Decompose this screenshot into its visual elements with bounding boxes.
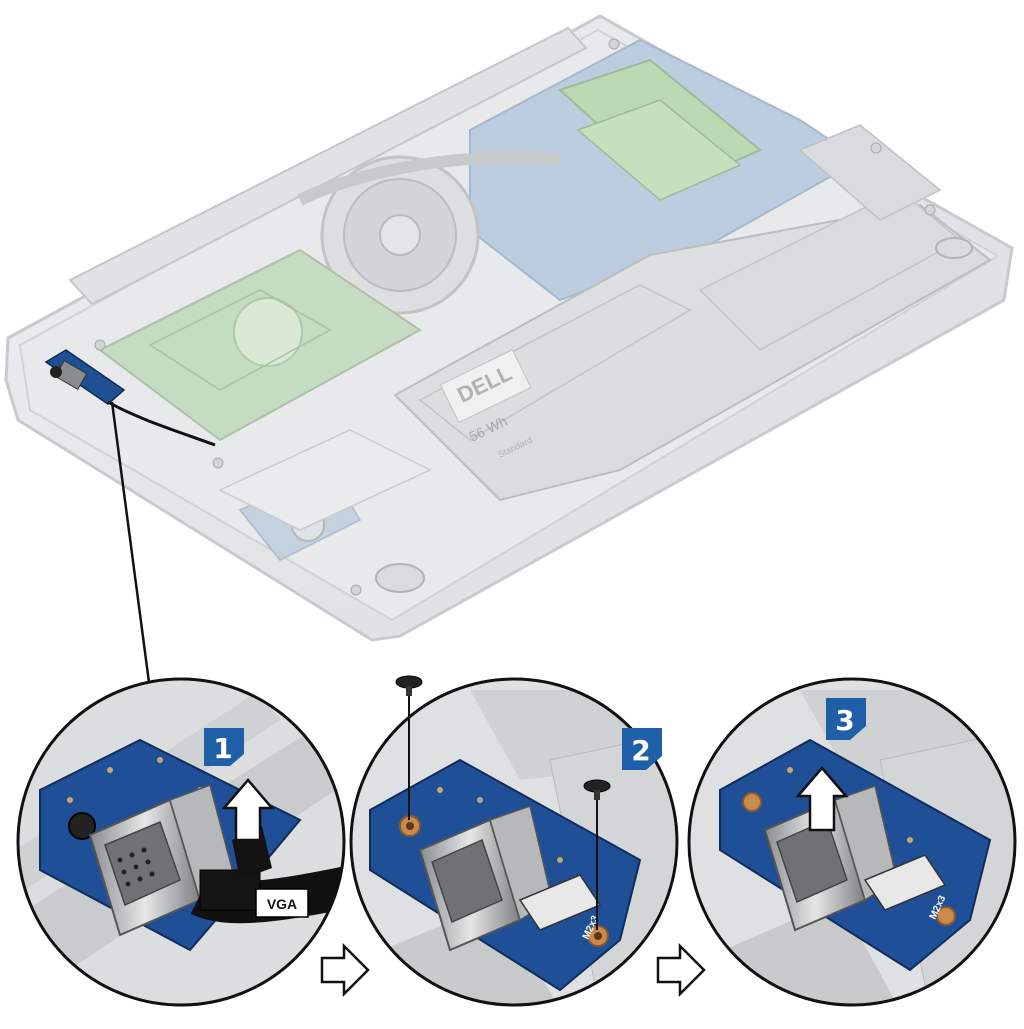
step-2-number: 2 bbox=[631, 734, 650, 767]
arrow-up-icon bbox=[795, 766, 849, 832]
step-3-number: 3 bbox=[835, 704, 854, 737]
vga-board-location bbox=[44, 349, 216, 447]
detail-circle-step-1: VGA 1 bbox=[16, 677, 346, 1007]
step-1-number: 1 bbox=[213, 732, 232, 765]
step-1-badge: 1 bbox=[204, 728, 244, 766]
detail-circle-step-3: M2x3 3 bbox=[687, 677, 1017, 1007]
vga-cable-label: VGA bbox=[267, 896, 297, 912]
step-2-badge: 2 bbox=[622, 728, 662, 770]
arrow-up-icon bbox=[221, 778, 275, 842]
screw-icon bbox=[583, 779, 611, 930]
callout-line bbox=[110, 401, 152, 691]
arrow-right-icon bbox=[320, 942, 370, 998]
arrow-right-icon bbox=[656, 942, 706, 998]
screw-icon bbox=[395, 675, 423, 820]
step-3-badge: 3 bbox=[826, 698, 866, 740]
detail-circle-step-2: M2x3 2 bbox=[349, 675, 679, 1007]
laptop-base: DELL 56 Wh Standard bbox=[4, 14, 1014, 642]
